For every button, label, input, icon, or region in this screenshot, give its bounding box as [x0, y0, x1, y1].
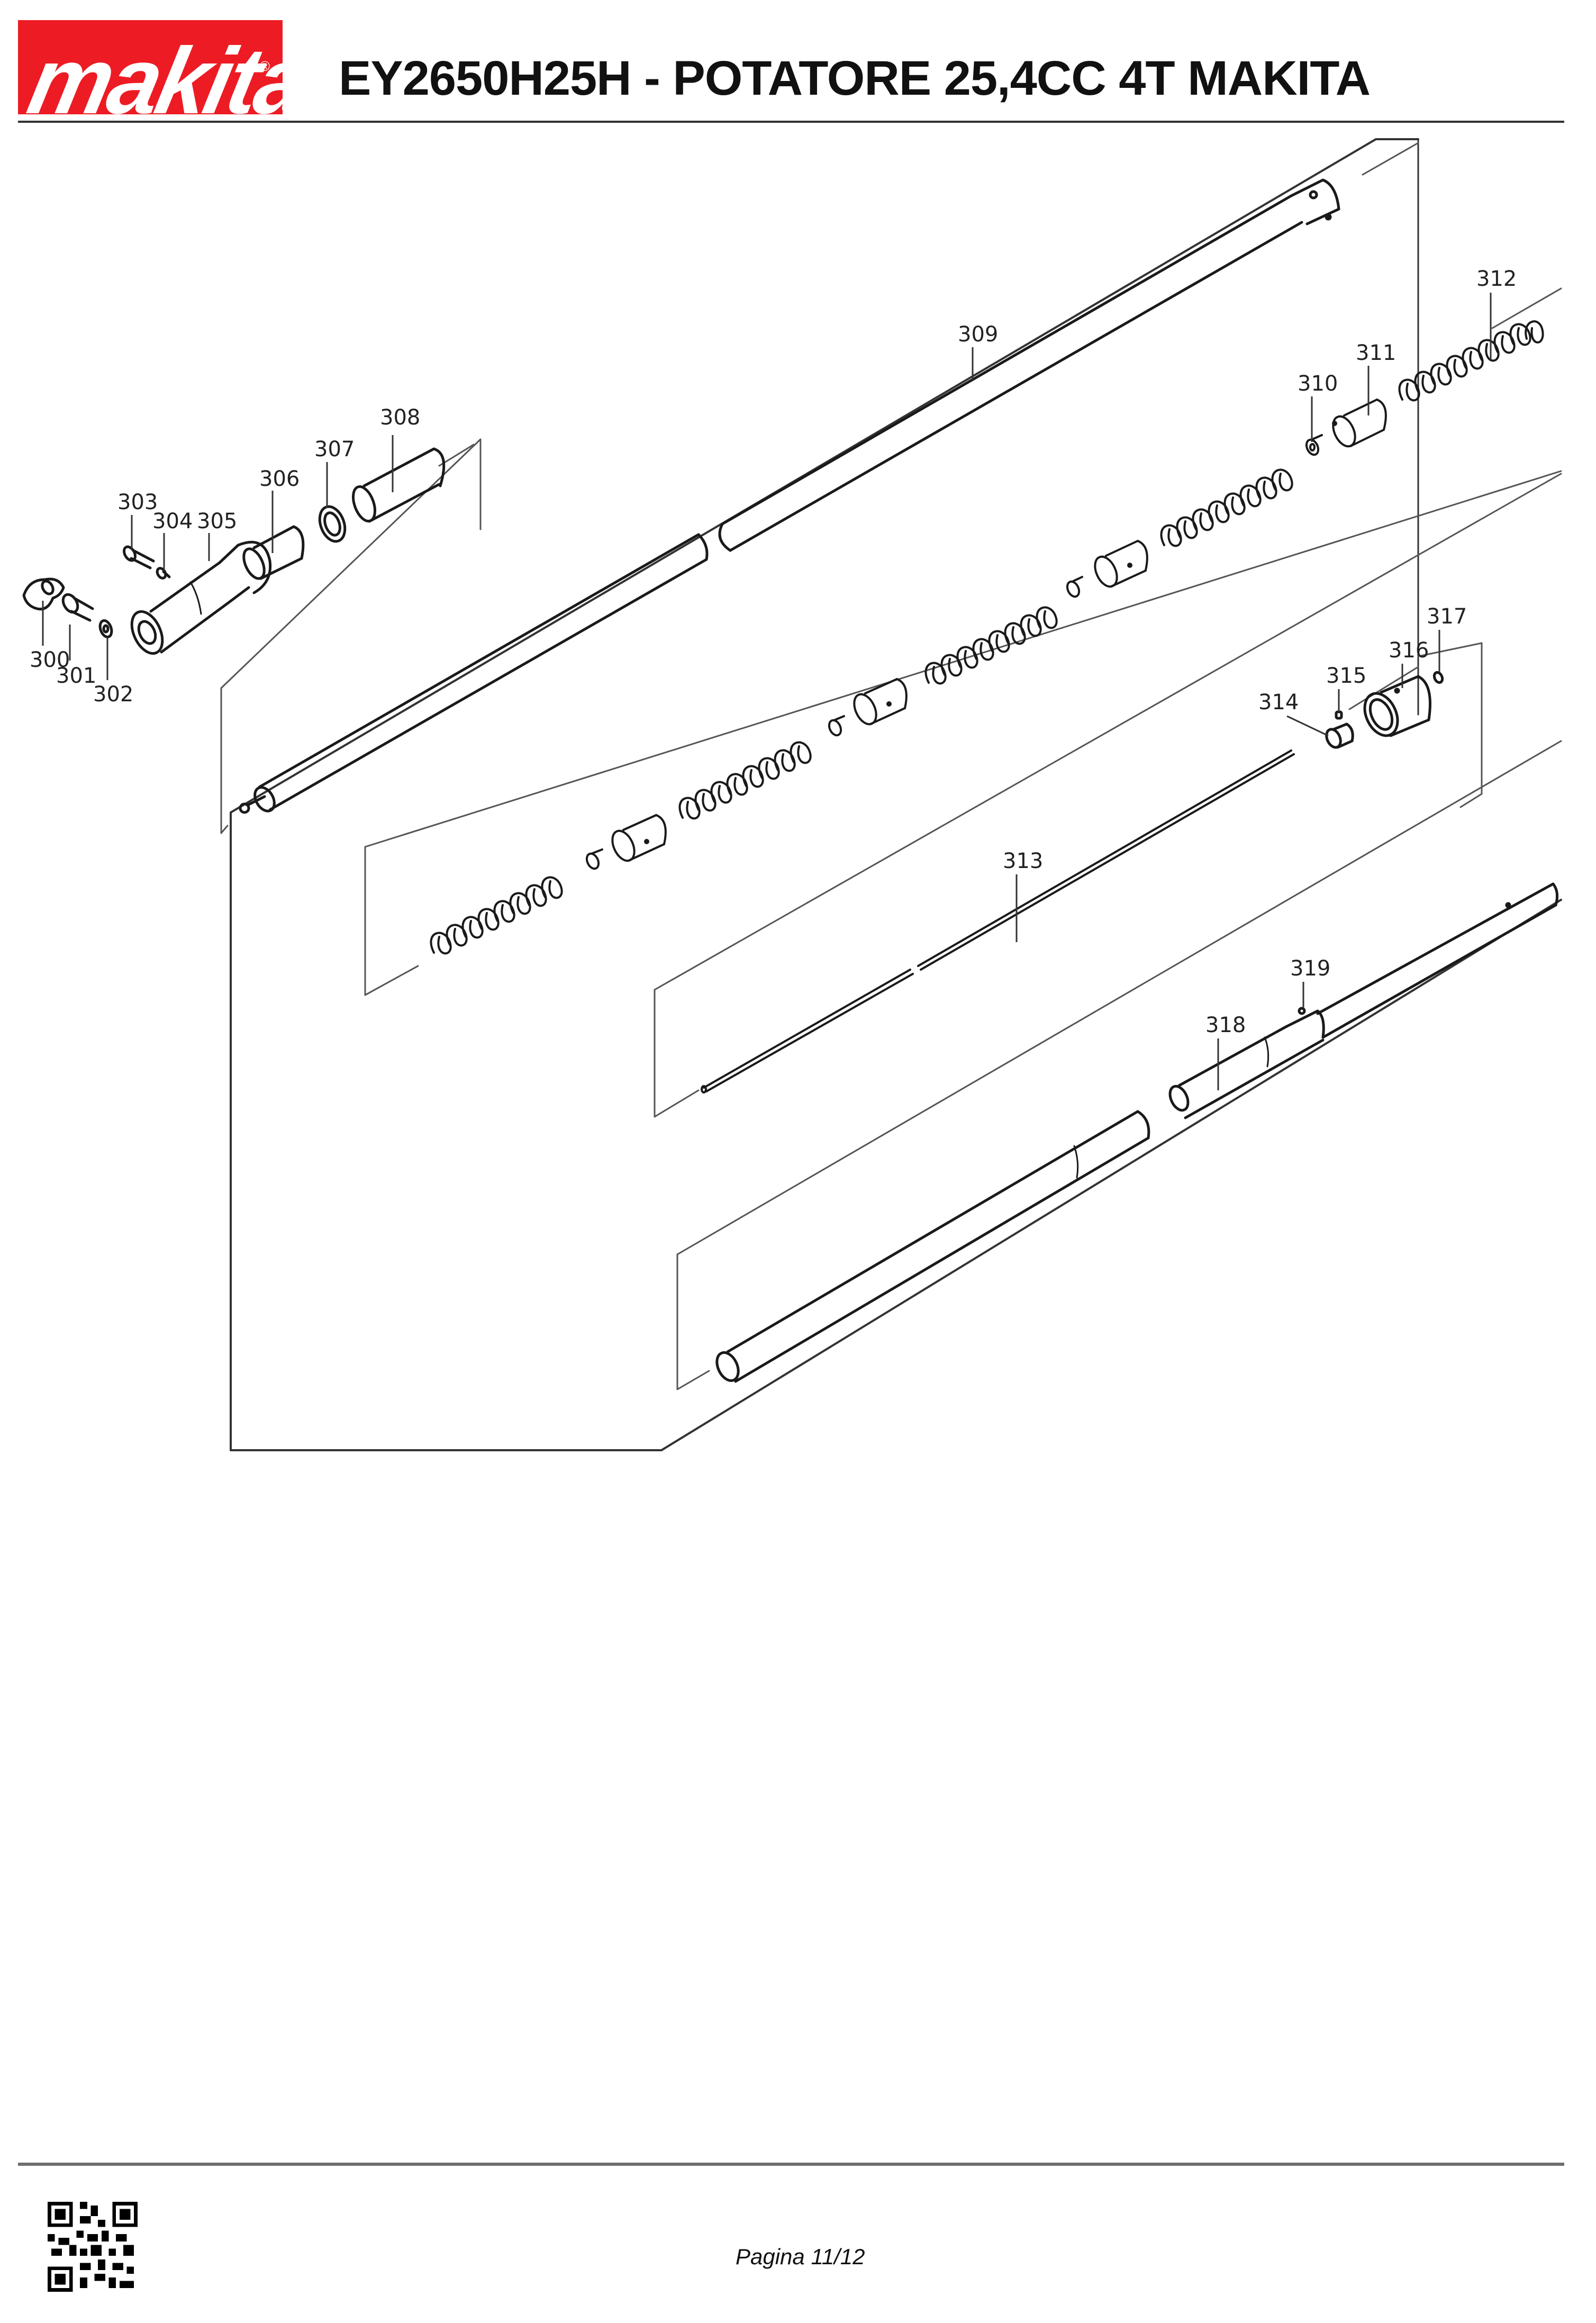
- subframe-left-group: [220, 438, 482, 834]
- callout-315: 315: [1326, 664, 1366, 688]
- part-309-main-tube: [239, 178, 1340, 814]
- spring-b: [678, 741, 812, 820]
- part-317-clip: [1432, 671, 1444, 684]
- callout-316: 316: [1389, 638, 1429, 663]
- callout-314: 314: [1258, 690, 1299, 715]
- subframe-springs: [364, 287, 1562, 996]
- part-313-rod: [701, 749, 1295, 1093]
- part-306-sleeve: [242, 525, 305, 580]
- callout-318: 318: [1205, 1013, 1246, 1037]
- spring-a: [430, 876, 563, 955]
- part-307-ring: [318, 505, 347, 543]
- callout-307: 307: [314, 437, 355, 462]
- spring-c: [924, 606, 1058, 685]
- bushing-a-small: [585, 848, 603, 870]
- callout-311: 311: [1356, 341, 1396, 365]
- subframe-tube-309: [1348, 142, 1419, 710]
- part-300-wing-bolt: [22, 577, 65, 611]
- callout-305: 305: [197, 509, 237, 534]
- bushing-b-large: [853, 678, 908, 726]
- page-title: EY2650H25H - POTATORE 25,4CC 4T MAKITA: [339, 51, 1371, 105]
- callout-308: 308: [380, 405, 420, 430]
- callout-300: 300: [30, 648, 70, 672]
- callout-306: 306: [259, 467, 300, 491]
- callout-304: 304: [152, 509, 193, 534]
- callout-313: 313: [1003, 849, 1043, 873]
- part-311-bushing-large: [1332, 399, 1387, 448]
- registered-mark: ®: [259, 58, 270, 74]
- callout-302: 302: [93, 682, 133, 707]
- part-305-grip-housing: [130, 540, 272, 655]
- part-312-spring: [1398, 320, 1544, 402]
- bushing-c-large: [1094, 540, 1148, 588]
- bushing-c-small: [1066, 576, 1083, 598]
- part-310-bushing-small: [1305, 434, 1323, 456]
- subframe-rod-313: [654, 473, 1562, 1118]
- part-314-coupler: [1325, 722, 1354, 749]
- callout-309: 309: [958, 322, 998, 347]
- page-header: makita ® EY2650H25H - POTATORE 25,4CC 4T…: [0, 0, 1596, 127]
- part-301-bolt: [61, 593, 94, 622]
- subframe-tube-318: [676, 740, 1562, 1390]
- callout-312: 312: [1476, 267, 1517, 291]
- spring-chain: [430, 320, 1544, 955]
- part-315-set-screw: [1335, 710, 1343, 720]
- callout-303: 303: [117, 490, 158, 514]
- callout-labels: 300 301 302 303 304 305 306 307 308 309 …: [30, 267, 1517, 1037]
- leader-lines: [42, 293, 1492, 1090]
- qr-code-icon: [48, 2202, 138, 2292]
- part-319-pin: [1298, 1007, 1306, 1015]
- part-318-lower-tube-back: [715, 1110, 1150, 1383]
- bushing-b-small: [828, 715, 845, 737]
- callout-301: 301: [56, 664, 96, 688]
- header-divider: [18, 121, 1564, 123]
- footer-divider: [18, 2163, 1564, 2166]
- part-308-tube: [351, 447, 446, 523]
- part-316-collar: [1363, 675, 1431, 737]
- page-number: Pagina 11/12: [736, 2244, 865, 2269]
- callout-310: 310: [1298, 372, 1338, 396]
- part-318-lower-tube-front: [1168, 882, 1559, 1119]
- part-303-screw: [123, 545, 155, 570]
- bushing-a-large: [611, 814, 667, 862]
- makita-logo: makita ®: [18, 20, 283, 114]
- callout-317: 317: [1427, 604, 1467, 629]
- callout-319: 319: [1290, 956, 1330, 981]
- part-304-small-screw: [156, 567, 171, 580]
- part-302-washer: [98, 619, 113, 638]
- spring-d: [1160, 468, 1293, 547]
